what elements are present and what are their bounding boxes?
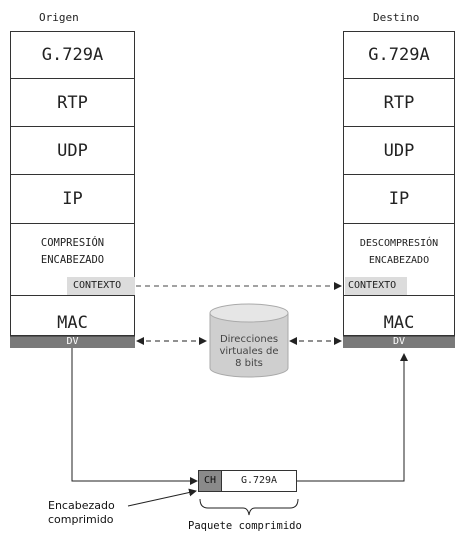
origin-layer-g729a: G.729A — [10, 31, 135, 79]
destination-layer-ip: IP — [343, 174, 455, 224]
destination-layer-rtp: RTP — [343, 78, 455, 127]
destination-compression-line2: ENCABEZADO — [368, 255, 430, 266]
packet-brace-label: Paquete comprimido — [188, 520, 302, 532]
destination-dv-bar: DV — [343, 336, 455, 348]
virtual-address-cylinder — [209, 303, 289, 378]
destination-compression-line1: DESCOMPRESIÓN — [359, 238, 439, 249]
compressed-header-note: Encabezado comprimido — [48, 499, 115, 527]
origin-title: Origen — [39, 11, 79, 24]
packet-to-destination-line — [297, 353, 408, 482]
destination-layer-mac: MAC — [343, 295, 455, 336]
origin-compression-line2: ENCABEZADO — [40, 254, 105, 266]
packet-payload-box: G.729A — [221, 470, 297, 492]
packet-ch-box: CH — [198, 470, 222, 492]
cylinder-line1: Direcciones — [219, 334, 279, 345]
origin-context-box: CONTEXTO — [67, 277, 135, 295]
origin-dv-bar: DV — [10, 336, 135, 348]
origin-layer-rtp: RTP — [10, 78, 135, 127]
packet-brace — [199, 498, 299, 516]
origin-to-packet-line — [71, 348, 198, 485]
cylinder-label: Direcciones virtuales de 8 bits — [210, 334, 288, 370]
origin-layer-ip: IP — [10, 174, 135, 224]
destination-title: Destino — [373, 11, 420, 24]
cylinder-line2: virtuales de — [219, 346, 279, 357]
origin-compression-line1: COMPRESIÓN — [40, 237, 105, 249]
origin-compression-layer: COMPRESIÓN ENCABEZADO CONTEXTO — [10, 223, 135, 296]
cylinder-line3: 8 bits — [235, 358, 263, 369]
destination-layer-udp: UDP — [343, 126, 455, 175]
origin-layer-udp: UDP — [10, 126, 135, 175]
origin-layer-mac: MAC — [10, 295, 135, 336]
compressed-header-note-line2: comprimido — [48, 513, 114, 526]
destination-compression-layer: DESCOMPRESIÓN ENCABEZADO CONTEXTO — [343, 223, 455, 296]
compressed-header-pointer — [127, 488, 197, 507]
destination-context-box: CONTEXTO — [345, 277, 407, 295]
destination-layer-g729a: G.729A — [343, 31, 455, 79]
compressed-header-note-line1: Encabezado — [48, 499, 115, 512]
